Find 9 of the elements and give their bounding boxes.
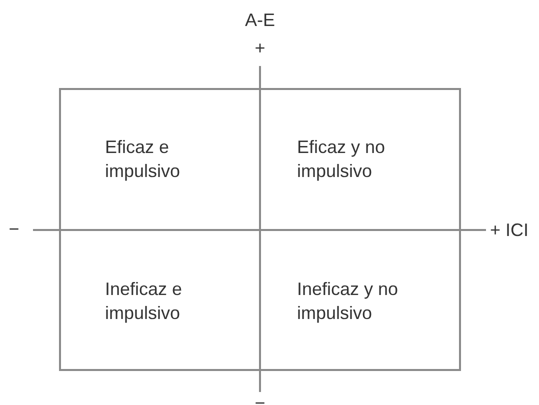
quadrant-label: Eficaz e impulsivo [105,135,230,183]
axis-title: A-E [245,10,275,30]
quadrant-label: Ineficaz y no impulsivo [297,277,422,325]
quadrant-label: Eficaz y no impulsivo [297,135,422,183]
axis-label: + ICI [490,220,529,240]
plus-sign: + [254,38,266,58]
minus-sign: − [254,393,266,405]
minus-sign: − [8,219,20,239]
quadrant-label: Ineficaz e impulsivo [105,277,230,325]
